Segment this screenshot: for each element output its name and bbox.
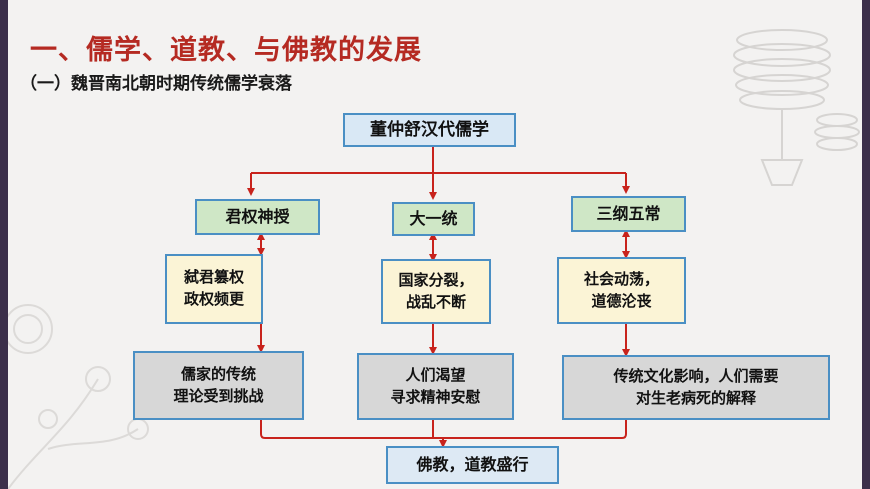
node-label-line: 弑君篡权 — [183, 268, 244, 287]
slide: 一、儒学、道教、与佛教的发展 （一）魏晋南北朝时期传统儒学衰落 — [8, 0, 862, 489]
diagram-connectors — [247, 147, 630, 448]
lantern-decoration — [733, 29, 860, 186]
plum-blossom-decoration — [8, 304, 149, 489]
node-effect-2: 人们渴望 寻求精神安慰 — [357, 353, 514, 420]
node-cause-1: 弑君篡权 政权频更 — [165, 254, 263, 324]
node-head-2: 大一统 — [392, 202, 475, 236]
node-label-line: 国家分裂， — [398, 270, 474, 289]
node-label-line: 社会动荡， — [583, 269, 659, 288]
node-label-line: 战乱不断 — [405, 292, 466, 311]
node-dongzhongshu-confucianism: 董仲舒汉代儒学 — [343, 113, 516, 147]
node-cause-3: 社会动荡， 道德沦丧 — [557, 257, 686, 324]
node-effect-3: 传统文化影响，人们需要 对生老病死的解释 — [562, 355, 830, 420]
page-subtitle: （一）魏晋南北朝时期传统儒学衰落 — [20, 74, 292, 94]
node-label-line: 人们渴望 — [405, 365, 466, 384]
node-label-line: 寻求精神安慰 — [390, 387, 481, 406]
page-title: 一、儒学、道教、与佛教的发展 — [30, 35, 422, 66]
node-result: 佛教，道教盛行 — [386, 446, 559, 484]
node-label-line: 理论受到挑战 — [173, 386, 264, 405]
node-label: 三纲五常 — [596, 204, 661, 224]
node-label-line: 道德沦丧 — [591, 291, 652, 310]
node-label-line: 传统文化影响，人们需要 — [613, 366, 779, 385]
node-label-line: 政权频更 — [183, 290, 244, 308]
node-label: 君权神授 — [225, 207, 290, 227]
node-head-3: 三纲五常 — [571, 196, 686, 232]
node-effect-1: 儒家的传统 理论受到挑战 — [133, 351, 304, 420]
node-label-line: 儒家的传统 — [180, 364, 256, 383]
node-label: 佛教，道教盛行 — [416, 455, 529, 475]
node-label: 董仲舒汉代儒学 — [370, 119, 489, 140]
node-cause-2: 国家分裂， 战乱不断 — [381, 259, 491, 324]
node-label-line: 对生老病死的解释 — [635, 388, 756, 407]
node-label: 大一统 — [409, 209, 458, 229]
node-head-1: 君权神授 — [195, 199, 320, 235]
